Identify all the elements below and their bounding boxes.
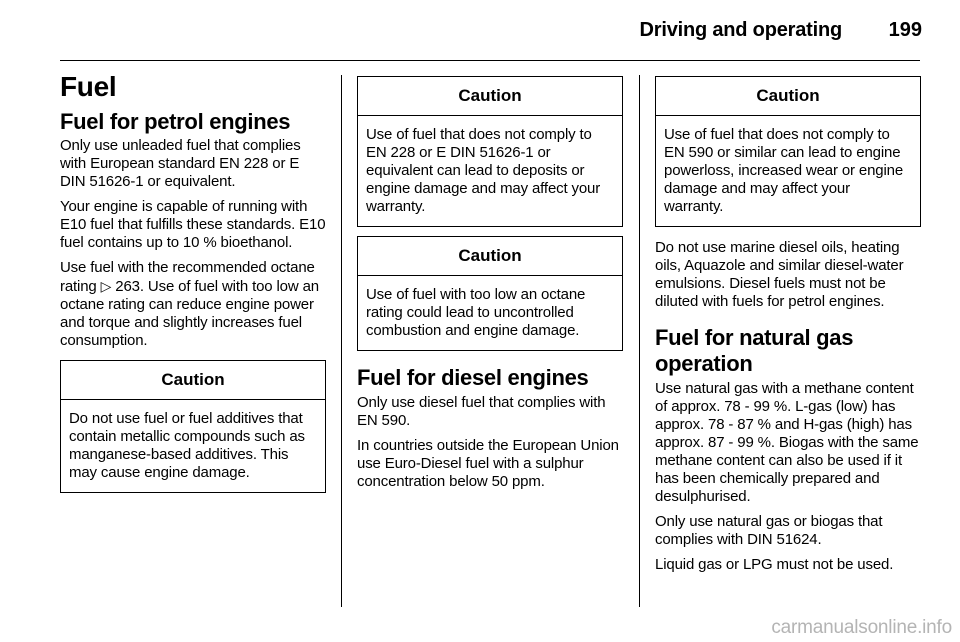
octane-text-end: 263. Use of fuel with too low an octane … <box>60 278 319 349</box>
diesel-para-marine: Do not use marine diesel oils, heating o… <box>655 239 904 310</box>
header-rule <box>60 60 920 61</box>
chapter-title: Driving and operating <box>639 19 843 41</box>
gas-para-methane: Use natural gas with a methane content o… <box>655 380 919 505</box>
petrol-para-e10: Your engine is capable of running with E… <box>60 198 326 251</box>
page-number: 199 <box>888 19 922 41</box>
caution-box-en228: Caution Use of fuel that does not comply… <box>357 76 623 227</box>
caution-title: Caution <box>358 77 622 116</box>
column-left: Fuel Fuel for petrol engines Only use un… <box>60 70 326 493</box>
column-divider-right <box>639 75 640 607</box>
octane-text-start: Use fuel with the recommended octane rat… <box>60 259 315 295</box>
page-header: Driving and operating 199 <box>0 0 960 62</box>
caution-box-metallic: Caution Do not use fuel or fuel additive… <box>60 360 326 493</box>
caution-box-en590: Caution Use of fuel that does not comply… <box>655 76 921 227</box>
caution-box-octane: Caution Use of fuel with too low an octa… <box>357 236 623 351</box>
caution-text: Use of fuel with too low an octane ratin… <box>366 286 586 339</box>
watermark: carmanualsonline.info <box>771 617 952 638</box>
caution-text: Do not use fuel or fuel additives that c… <box>69 410 305 481</box>
gas-para-din: Only use natural gas or biogas that comp… <box>655 513 883 548</box>
column-right: Caution Use of fuel that does not comply… <box>655 76 921 581</box>
page-reference-arrow-icon[interactable]: ▷ <box>100 278 112 294</box>
caution-title: Caution <box>61 361 325 400</box>
diesel-para-sulphur: In countries outside the European Union … <box>357 437 619 490</box>
diesel-para-en590: Only use diesel fuel that complies with … <box>357 394 606 429</box>
section-heading-fuel: Fuel <box>60 71 117 102</box>
petrol-para-octane: Use fuel with the recommended octane rat… <box>60 259 326 350</box>
caution-title: Caution <box>358 237 622 276</box>
caution-text: Use of fuel that does not comply to EN 2… <box>366 126 601 215</box>
column-divider-left <box>341 75 342 607</box>
petrol-para-standard: Only use unleaded fuel that complies wit… <box>60 137 301 190</box>
caution-text: Use of fuel that does not comply to EN 5… <box>664 126 904 215</box>
column-middle: Caution Use of fuel that does not comply… <box>357 76 623 498</box>
subheading-petrol: Fuel for petrol engines <box>60 109 291 134</box>
gas-para-lpg: Liquid gas or LPG must not be used. <box>655 556 894 573</box>
caution-title: Caution <box>656 77 920 116</box>
subheading-natural-gas: Fuel for natural gas operation <box>655 325 854 376</box>
subheading-diesel: Fuel for diesel engines <box>357 365 589 390</box>
